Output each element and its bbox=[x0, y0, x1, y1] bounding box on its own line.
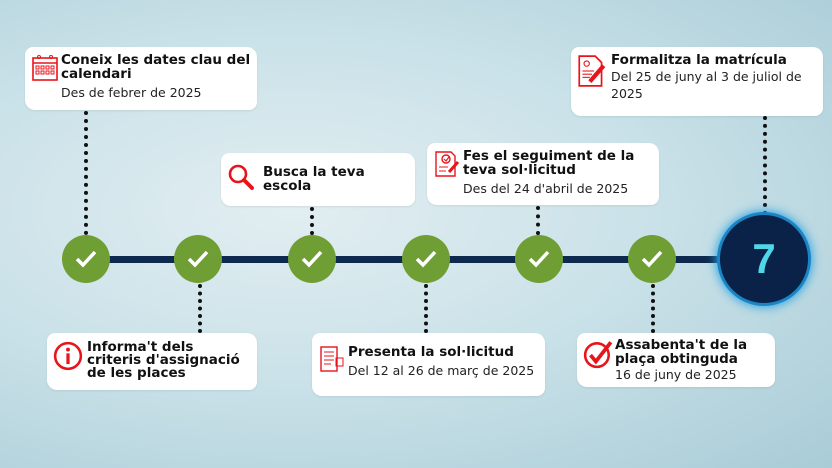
step-title: Assabenta't de la plaça obtinguda bbox=[615, 337, 748, 367]
connector bbox=[763, 116, 767, 215]
step-4-done[interactable] bbox=[402, 235, 450, 283]
info-icon bbox=[53, 341, 83, 371]
step-title: Busca la teva escola bbox=[263, 164, 365, 194]
step-date: Des del 24 d'abril de 2025 bbox=[463, 181, 629, 196]
step-title: Coneix les dates clau del calendari bbox=[61, 52, 251, 82]
current-step-number: 7 bbox=[752, 235, 776, 282]
step-card-enrolment[interactable]: Formalitza la matrícula Del 25 de juny a… bbox=[571, 47, 823, 116]
step-5-done[interactable] bbox=[515, 235, 563, 283]
current-step-badge[interactable]: 7 bbox=[720, 215, 808, 303]
check-icon bbox=[301, 250, 323, 268]
checkmark-icon bbox=[583, 341, 613, 369]
step-card-result[interactable]: Assabenta't de la plaça obtinguda 16 de … bbox=[577, 333, 775, 387]
step-title: Informa't dels criteris d'assignació de … bbox=[87, 339, 240, 381]
step-card-calendar[interactable]: Coneix les dates clau del calendari Des … bbox=[25, 47, 257, 110]
check-icon bbox=[75, 250, 97, 268]
connector bbox=[651, 284, 655, 333]
connector bbox=[84, 111, 88, 235]
step-date: Del 25 de juny al 3 de juliol de 2025 bbox=[611, 69, 802, 101]
check-icon bbox=[415, 250, 437, 268]
connector bbox=[198, 284, 202, 333]
step-card-criteria[interactable]: Informa't dels criteris d'assignació de … bbox=[47, 333, 257, 390]
step-3-done[interactable] bbox=[288, 235, 336, 283]
check-icon bbox=[528, 250, 550, 268]
checklist-icon bbox=[435, 151, 460, 177]
step-date: Des de febrer de 2025 bbox=[61, 85, 202, 100]
connector bbox=[310, 207, 314, 235]
step-1-done[interactable] bbox=[62, 235, 110, 283]
step-card-search[interactable]: Busca la teva escola bbox=[221, 153, 415, 206]
step-date: 16 de juny de 2025 bbox=[615, 367, 737, 382]
step-title: Presenta la sol·licitud bbox=[348, 344, 514, 360]
step-title: Fes el seguiment de la teva sol·licitud bbox=[463, 148, 635, 178]
step-date: Del 12 al 26 de març de 2025 bbox=[348, 363, 535, 378]
form-icon bbox=[320, 346, 344, 372]
step-card-tracking[interactable]: Fes el seguiment de la teva sol·licitud … bbox=[427, 143, 659, 205]
calendar-icon bbox=[32, 55, 58, 81]
step-2-done[interactable] bbox=[174, 235, 222, 283]
check-icon bbox=[187, 250, 209, 268]
document-edit-icon bbox=[578, 55, 606, 87]
check-icon bbox=[641, 250, 663, 268]
step-6-done[interactable] bbox=[628, 235, 676, 283]
connector bbox=[536, 206, 540, 235]
search-icon bbox=[228, 164, 254, 190]
step-card-submit[interactable]: Presenta la sol·licitud Del 12 al 26 de … bbox=[312, 333, 545, 396]
connector bbox=[424, 284, 428, 333]
step-title: Formalitza la matrícula bbox=[611, 52, 787, 68]
